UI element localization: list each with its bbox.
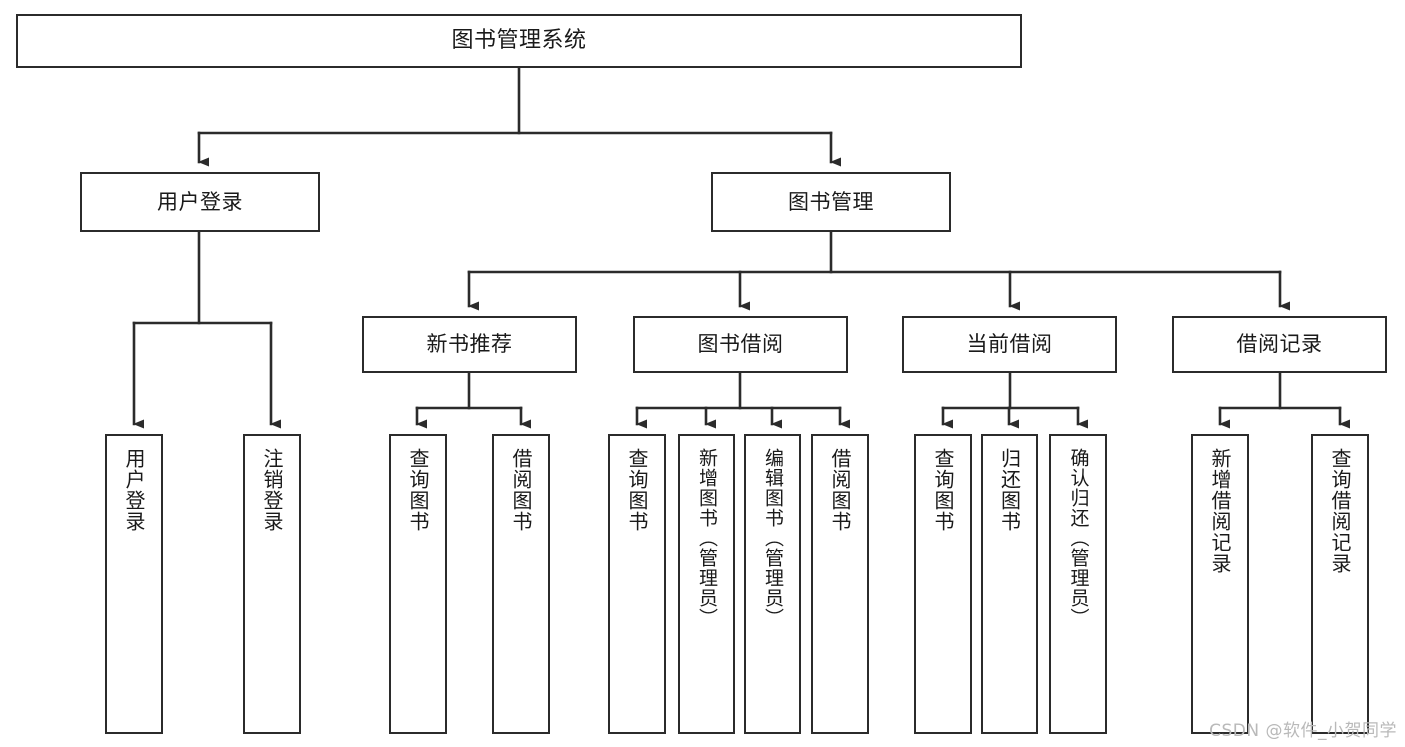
leaf-new-book-recommend-2-label: 借阅图书 xyxy=(509,448,533,532)
leaf-user-login-1[interactable]: 用户登录 xyxy=(105,434,163,734)
node-borrow-record-label: 借阅记录 xyxy=(1236,332,1323,357)
leaf-borrow-record-1-label: 新增借阅记录 xyxy=(1208,448,1232,574)
node-book-borrow-label: 图书借阅 xyxy=(697,332,784,357)
leaf-user-login-2-label: 注销登录 xyxy=(260,448,284,532)
leaf-book-borrow-4-label: 借阅图书 xyxy=(828,448,852,532)
leaf-user-login-2[interactable]: 注销登录 xyxy=(243,434,301,734)
leaf-book-borrow-4[interactable]: 借阅图书 xyxy=(811,434,869,734)
leaf-book-borrow-1-label: 查询图书 xyxy=(625,448,649,532)
leaf-book-borrow-1[interactable]: 查询图书 xyxy=(608,434,666,734)
node-book-management[interactable]: 图书管理 xyxy=(711,172,951,232)
leaf-borrow-record-2[interactable]: 查询借阅记录 xyxy=(1311,434,1369,734)
node-current-borrow[interactable]: 当前借阅 xyxy=(902,316,1117,373)
node-root-label: 图书管理系统 xyxy=(451,28,587,54)
node-borrow-record[interactable]: 借阅记录 xyxy=(1172,316,1387,373)
leaf-current-borrow-3[interactable]: 确认归还（管理员） xyxy=(1049,434,1107,734)
node-user-login[interactable]: 用户登录 xyxy=(80,172,320,232)
leaf-new-book-recommend-1-label: 查询图书 xyxy=(406,448,430,532)
leaf-borrow-record-2-label: 查询借阅记录 xyxy=(1328,448,1352,574)
leaf-new-book-recommend-2[interactable]: 借阅图书 xyxy=(492,434,550,734)
leaf-current-borrow-2-label: 归还图书 xyxy=(997,448,1022,532)
node-book-borrow[interactable]: 图书借阅 xyxy=(633,316,848,373)
leaf-current-borrow-1-label: 查询图书 xyxy=(931,448,955,532)
node-new-book-recommend[interactable]: 新书推荐 xyxy=(362,316,577,373)
node-current-borrow-label: 当前借阅 xyxy=(966,332,1053,357)
leaf-current-borrow-3-label: 确认归还（管理员） xyxy=(1067,448,1090,628)
leaf-user-login-1-label: 用户登录 xyxy=(122,448,146,532)
node-root-book-management-system[interactable]: 图书管理系统 xyxy=(16,14,1022,68)
csdn-watermark: CSDN @软件_小贺同学 xyxy=(1209,721,1397,741)
leaf-book-borrow-2-label: 新增图书（管理员） xyxy=(696,448,718,628)
leaf-book-borrow-3[interactable]: 编辑图书（管理员） xyxy=(744,434,801,734)
leaf-current-borrow-2[interactable]: 归还图书 xyxy=(981,434,1038,734)
leaf-new-book-recommend-1[interactable]: 查询图书 xyxy=(389,434,447,734)
node-user-login-label: 用户登录 xyxy=(157,189,243,214)
leaf-borrow-record-1[interactable]: 新增借阅记录 xyxy=(1191,434,1249,734)
node-book-management-label: 图书管理 xyxy=(788,189,874,214)
leaf-book-borrow-3-label: 编辑图书（管理员） xyxy=(762,448,784,628)
leaf-book-borrow-2[interactable]: 新增图书（管理员） xyxy=(678,434,735,734)
node-new-book-recommend-label: 新书推荐 xyxy=(426,332,513,357)
leaf-current-borrow-1[interactable]: 查询图书 xyxy=(914,434,972,734)
